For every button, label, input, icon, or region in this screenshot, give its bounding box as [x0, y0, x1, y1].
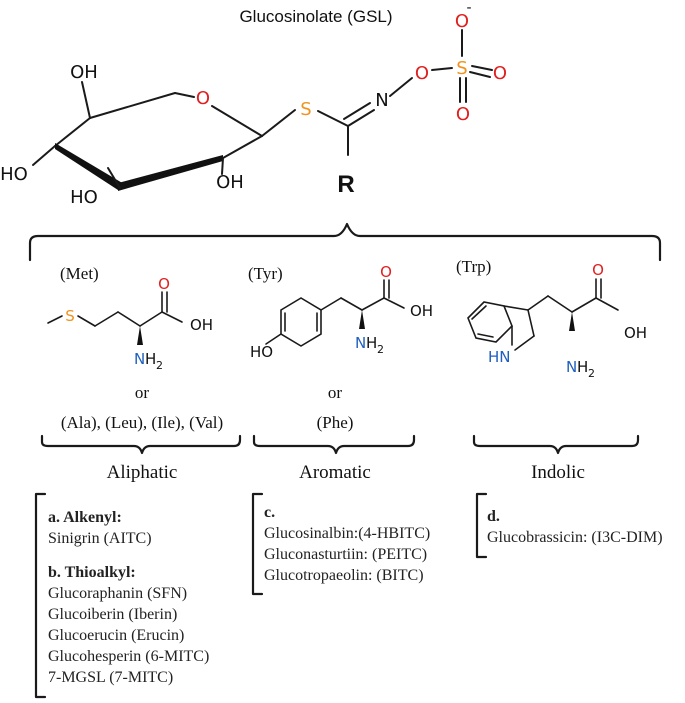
list-item: Glucosinalbin:(4-HBITC): [264, 525, 431, 542]
met-nitrogen-label: N: [134, 350, 145, 368]
tyr-h-label: H: [366, 334, 377, 352]
aliphatic-examples: a. Alkenyl: Sinigrin (AITC) b. Thioalkyl…: [48, 507, 268, 688]
trp-label: (Trp): [456, 257, 491, 276]
tyr-label: (Tyr): [248, 264, 283, 283]
aliphatic-category: Aliphatic: [107, 462, 178, 483]
met-oh-label: OH: [190, 316, 213, 334]
trp-subscript-label: 2: [588, 367, 595, 380]
tyr-subscript-label: 2: [377, 343, 384, 356]
trp-carbonyl-oxygen-label: O: [592, 261, 604, 279]
list-item: Glucoraphanin (SFN): [48, 585, 188, 602]
indolic-header: d.: [487, 508, 500, 525]
oh-label: OH: [70, 62, 98, 83]
tyr-oh-label: OH: [410, 302, 433, 320]
trp-hn-label: HN: [488, 348, 511, 366]
r-group-label: R: [337, 171, 354, 198]
met-subscript-label: 2: [156, 359, 163, 372]
ring-oxygen-label: O: [196, 88, 210, 109]
aromatic-alternative: (Phe): [317, 413, 354, 432]
met-carbonyl-oxygen-label: O: [158, 275, 170, 293]
list-item: Glucoerucin (Erucin): [48, 627, 185, 644]
list-item: Gluconasturtiin: (PEITC): [264, 546, 428, 563]
thio-sulfur-label: S: [300, 99, 311, 120]
sulfate-top-oxygen-label: O: [455, 11, 469, 32]
list-item: Glucoiberin (Iberin): [48, 606, 178, 623]
tyr-ho-label: HO: [250, 343, 273, 361]
indolic-box-bracket: [475, 492, 488, 559]
ho-bottom-label: HO: [70, 187, 98, 208]
met-or-label: or: [135, 383, 150, 402]
sulfate-sulfur-label: S: [456, 58, 467, 79]
nitrogen-label: N: [375, 90, 388, 111]
aromatic-category: Aromatic: [299, 462, 371, 483]
tyr-structure: (Tyr) HO O OH N H 2: [248, 263, 433, 361]
tyr-or-label: or: [328, 383, 343, 402]
trp-h-label: H: [577, 358, 588, 376]
aromatic-header: c.: [264, 504, 276, 521]
tyr-nitrogen-label: N: [355, 334, 366, 352]
trp-oh-label: OH: [624, 324, 647, 342]
list-item: Glucotropaeolin: (BITC): [264, 567, 424, 584]
sulfate-bottom-oxygen-label: O: [456, 104, 470, 125]
indolic-category: Indolic: [531, 462, 585, 483]
tyr-carbonyl-oxygen-label: O: [380, 263, 392, 281]
indolic-brace: [472, 434, 640, 455]
met-sulfur-label: S: [65, 307, 75, 325]
met-h-label: H: [145, 350, 156, 368]
aromatic-brace: [252, 434, 416, 455]
indolic-examples: d. Glucobrassicin: (I3C-DIM): [487, 506, 685, 548]
trp-structure: (Trp) HN O OH N H 2: [456, 257, 647, 380]
list-item: Glucohesperin (6-MITC): [48, 648, 210, 665]
aromatic-box-bracket: [251, 492, 264, 596]
link-oxygen-label: O: [415, 63, 429, 84]
diagram-title: Glucosinolate (GSL): [239, 7, 392, 26]
thioalkyl-header: b. Thioalkyl:: [48, 564, 136, 581]
met-structure: (Met) S O OH N H 2: [47, 264, 213, 372]
list-item: 7-MGSL (7-MITC): [48, 669, 174, 686]
aromatic-examples: c. Glucosinalbin:(4-HBITC) Gluconasturti…: [264, 502, 464, 586]
aliphatic-alternatives: (Ala), (Leu), (Ile), (Val): [61, 413, 223, 432]
r-group-brace: [28, 222, 662, 262]
oh-right-label: OH: [216, 172, 244, 193]
aliphatic-brace: [40, 434, 242, 455]
list-item: Sinigrin (AITC): [48, 530, 152, 547]
sulfate-right-oxygen-label: O: [493, 63, 507, 84]
negative-charge-label: -: [466, 0, 471, 16]
alkenyl-header: a. Alkenyl:: [48, 509, 122, 526]
aliphatic-box-bracket: [34, 492, 47, 699]
trp-nitrogen-label: N: [566, 358, 577, 376]
gsl-structure: OH O HO HO OH S N O S O - O O R: [0, 0, 507, 208]
met-label: (Met): [60, 264, 99, 283]
list-item: Glucobrassicin: (I3C-DIM): [487, 529, 663, 546]
ho-left-label: HO: [0, 164, 28, 185]
